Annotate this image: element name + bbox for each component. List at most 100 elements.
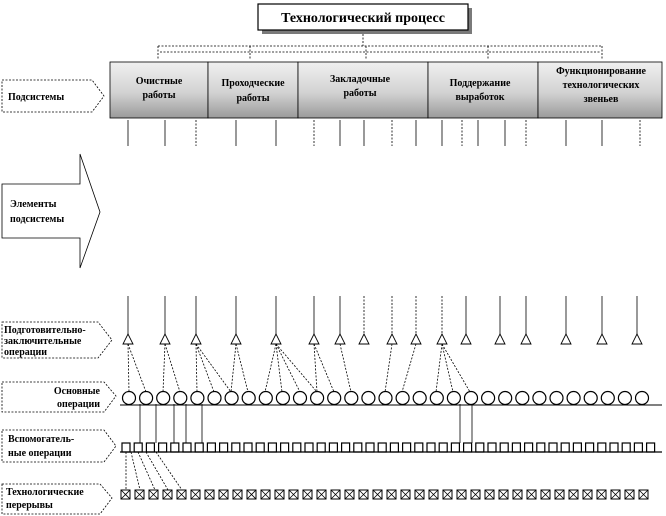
- subsystem-label-5a: Функционирование: [556, 66, 646, 77]
- aux-operation-square: [304, 442, 314, 453]
- prep-triangle: [494, 332, 506, 345]
- tech-break-cross: [442, 489, 453, 500]
- main-operation-circle: [395, 390, 410, 406]
- aux-row-label-2: ные операции: [8, 448, 72, 459]
- prep-to-main-connector: [230, 343, 237, 393]
- prep-triangle: [386, 332, 398, 345]
- tech-break-cross: [148, 489, 159, 500]
- aux-operation-square: [389, 442, 399, 453]
- main-operation-circle: [121, 390, 137, 406]
- tech-break-cross: [176, 489, 187, 500]
- main-operation-circle: [378, 390, 393, 406]
- prep-to-main-connector: [313, 343, 318, 393]
- main-operation-circle: [463, 390, 479, 406]
- tech-break-cross: [512, 489, 523, 500]
- aux-operation-square: [231, 442, 241, 453]
- tech-break-cross: [456, 489, 467, 500]
- main-operation-circle: [275, 390, 290, 406]
- aux-operation-square: [353, 442, 363, 453]
- tech-break-cross: [316, 489, 327, 500]
- subsystem-label-3a: Закладочные: [330, 74, 391, 85]
- main-operation-circle: [634, 390, 650, 406]
- aux-operation-square: [548, 442, 558, 453]
- main-operation-circle: [429, 390, 444, 406]
- prep-to-main-connector: [441, 343, 471, 393]
- main-operation-circle: [327, 390, 342, 406]
- tech-break-cross: [246, 489, 257, 500]
- breaks-arrow: [1, 483, 113, 515]
- subsystem-label-1a: Очистные: [136, 76, 183, 87]
- main-operation-circle: [190, 390, 205, 406]
- tech-break-cross: [274, 489, 285, 500]
- tech-break-cross: [218, 489, 229, 500]
- prep-triangle: [436, 332, 448, 345]
- tech-break-cross: [190, 489, 201, 500]
- main-operation-circle: [139, 390, 154, 406]
- prep-to-main-connector: [195, 343, 232, 393]
- main-operation-circle: [498, 390, 513, 406]
- aux-operation-square: [377, 442, 387, 453]
- tech-break-cross: [470, 489, 481, 500]
- aux-operation-square: [414, 442, 424, 453]
- main-operation-circle: [549, 390, 564, 406]
- aux-operation-square: [645, 442, 656, 453]
- tech-break-cross: [120, 489, 131, 500]
- title-connectors: [157, 34, 603, 60]
- aux-to-break-connector: [155, 451, 183, 491]
- prep-to-main-connector: [313, 343, 335, 393]
- tech-break-cross: [582, 489, 593, 500]
- subsystem-box-backfill: [297, 61, 429, 119]
- main-operation-circle: [600, 390, 615, 406]
- elements-arrow: [1, 153, 101, 269]
- subsystems-row-label: Подсистемы: [8, 92, 64, 103]
- main-operation-circle: [583, 390, 598, 406]
- main-operation-circle: [292, 390, 308, 406]
- tech-break-cross: [372, 489, 383, 500]
- subsystem-label-5b: технологических: [563, 80, 640, 91]
- prep-to-main-connector: [275, 343, 318, 393]
- prep-row-label-3: операции: [4, 347, 47, 358]
- tech-break-cross: [596, 489, 607, 500]
- prep-triangle: [596, 332, 608, 345]
- prep-to-main-connector: [195, 343, 215, 393]
- main-operation-circle: [412, 390, 427, 406]
- prep-triangle: [520, 332, 532, 345]
- aux-operation-square: [621, 442, 631, 453]
- tech-break-cross: [232, 489, 243, 500]
- aux-operation-square: [182, 442, 192, 453]
- aux-operation-square: [633, 442, 644, 453]
- subsystem-label-2b: работы: [236, 93, 269, 104]
- prep-to-main-connector: [164, 343, 181, 393]
- aux-operation-square: [292, 442, 302, 453]
- prep-triangle: [190, 332, 202, 345]
- prep-triangle: [122, 332, 134, 345]
- aux-to-break-connector: [137, 451, 156, 491]
- prep-triangle: [334, 332, 346, 345]
- title-box: Технологический процесс: [257, 3, 472, 34]
- tech-break-cross: [526, 489, 537, 500]
- process-title: Технологический процесс: [281, 11, 445, 26]
- main-arrow: [1, 381, 117, 413]
- prep-row-label-2: заключительные: [4, 336, 82, 347]
- aux-operation-square: [572, 442, 583, 453]
- breaks-row-label-1: Технологические: [6, 487, 84, 498]
- main-operation-circle: [310, 390, 325, 406]
- prep-to-main-connector: [441, 343, 454, 393]
- main-operation-circle: [361, 390, 376, 406]
- aux-operation-square: [280, 442, 290, 453]
- subsystem-label-1b: работы: [142, 90, 175, 101]
- main-operation-circle: [258, 390, 273, 406]
- tech-break-cross: [498, 489, 509, 500]
- prep-to-main-connector: [127, 343, 147, 393]
- main-operation-circle: [173, 390, 188, 406]
- subsystem-box-cleaning: [109, 61, 209, 119]
- aux-operation-square: [438, 442, 448, 453]
- elements-row-label-1: Элементы: [10, 199, 57, 210]
- aux-arrow: [1, 429, 117, 463]
- main-operation-circle: [617, 390, 633, 406]
- aux-row-label-1: Вспомогатель-: [8, 434, 74, 445]
- aux-operation-square: [365, 442, 375, 453]
- prep-to-main-connector: [275, 343, 301, 393]
- main-operation-circle: [241, 390, 256, 406]
